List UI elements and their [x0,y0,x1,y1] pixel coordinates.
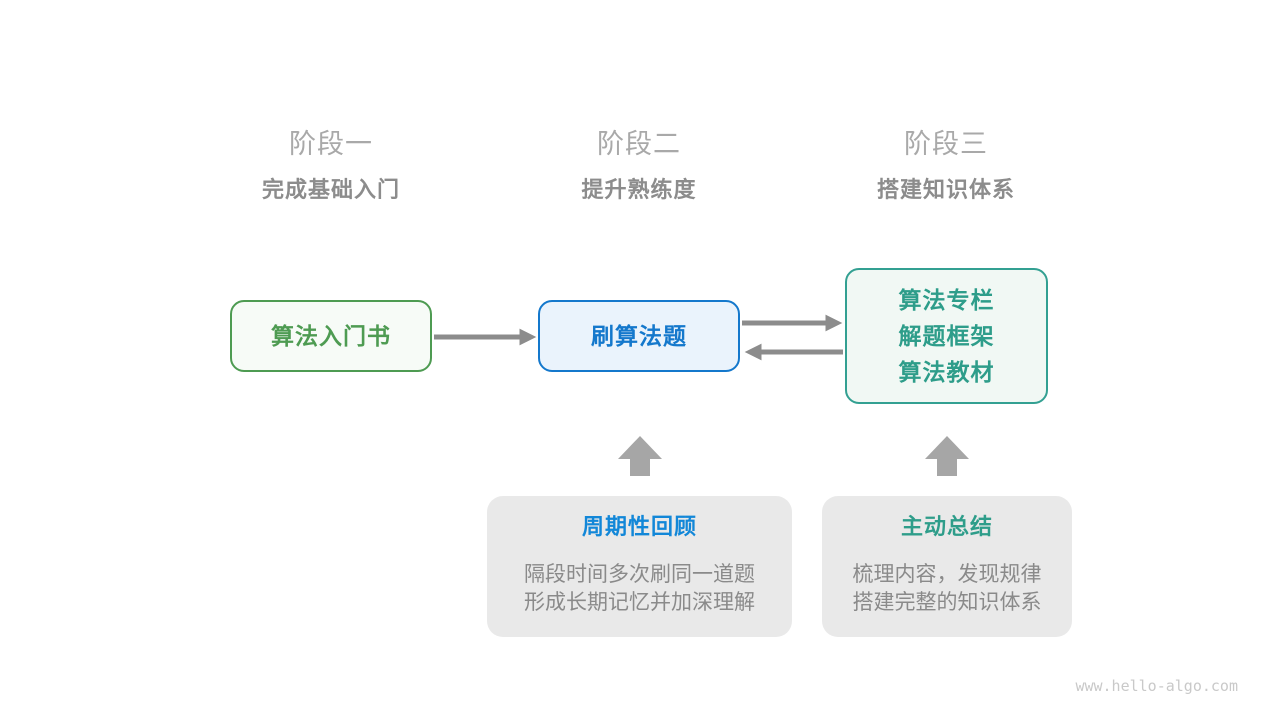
stage-2-header: 阶段二 提升熟练度 [479,128,799,203]
node-intro-book: 算法入门书 [230,300,432,372]
stage-3-label: 阶段三 [904,129,988,159]
up-arrow-summary-icon [925,436,969,476]
stage-3-header: 阶段三 搭建知识体系 [786,128,1106,203]
up-arrow-review-icon [618,436,662,476]
callout-active-summary-body-line-1: 梳理内容，发现规律 [852,563,1042,586]
callout-periodic-review-title: 周期性回顾 [581,514,697,539]
callout-active-summary-body: 梳理内容，发现规律 搭建完整的知识体系 [822,561,1072,617]
node-practice-label: 刷算法题 [591,323,687,349]
callout-periodic-review: 周期性回顾 隔段时间多次刷同一道题 形成长期记忆并加深理解 [487,496,792,637]
stage-3-subtitle: 搭建知识体系 [876,177,1015,202]
callout-periodic-review-body-line-2: 形成长期记忆并加深理解 [524,591,755,614]
stage-1-subtitle: 完成基础入门 [261,177,400,202]
callout-active-summary-title: 主动总结 [900,514,993,539]
stage-1-label: 阶段一 [289,129,373,159]
node-intro-book-label: 算法入门书 [271,323,391,349]
callout-periodic-review-body-line-1: 隔段时间多次刷同一道题 [524,563,755,586]
watermark: www.hello-algo.com [1075,677,1238,695]
node-resources: 算法专栏 解题框架 算法教材 [845,268,1048,404]
callout-active-summary-body-line-2: 搭建完整的知识体系 [852,591,1042,614]
callout-active-summary: 主动总结 梳理内容，发现规律 搭建完整的知识体系 [822,496,1072,637]
stage-1-header: 阶段一 完成基础入门 [171,128,491,203]
node-resources-line-1: 算法专栏 [898,287,995,313]
node-resources-line-3: 算法教材 [898,359,995,385]
node-resources-line-2: 解题框架 [898,323,995,349]
stage-2-subtitle: 提升熟练度 [581,177,697,202]
node-practice: 刷算法题 [538,300,740,372]
stage-2-label: 阶段二 [597,129,681,159]
callout-periodic-review-body: 隔段时间多次刷同一道题 形成长期记忆并加深理解 [487,561,792,617]
